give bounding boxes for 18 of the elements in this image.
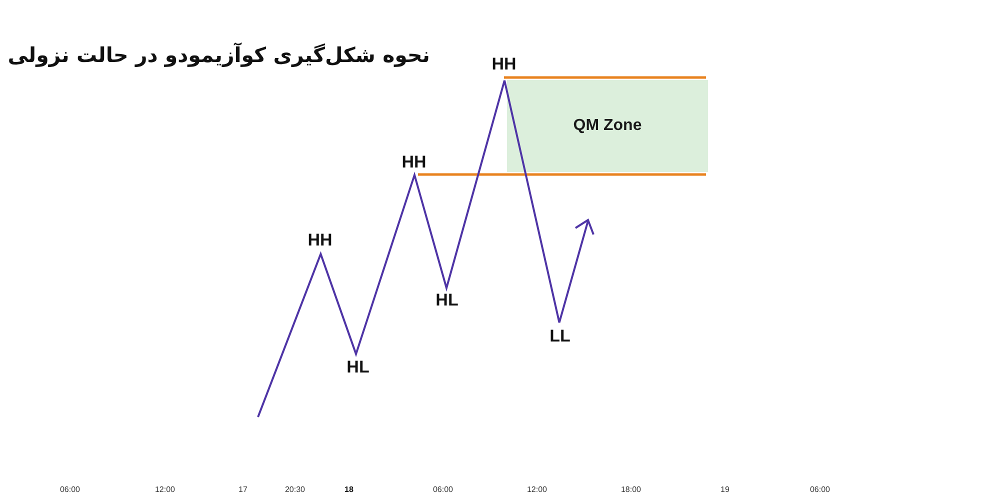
time-axis-label: 18 xyxy=(344,486,354,494)
time-axis-label: 12:00 xyxy=(154,486,176,494)
swing-point-label: LL xyxy=(550,328,570,344)
time-axis-label: 19 xyxy=(720,486,730,494)
swing-point-label: HH xyxy=(492,56,516,72)
swing-point-label: HL xyxy=(436,292,458,308)
swing-point-label: HH xyxy=(402,154,426,170)
swing-point-label: HH xyxy=(308,232,332,248)
time-axis-label: 18:00 xyxy=(620,486,642,494)
swing-point-label: HL xyxy=(346,358,370,376)
time-axis-label: 17 xyxy=(238,486,248,494)
time-axis-label: 06:00 xyxy=(432,486,454,494)
zone-box: QM Zone xyxy=(507,80,708,172)
time-axis-label: 06:00 xyxy=(60,486,80,494)
chart-title: نحوه شکل‌گیری کوآزیمودو در حالت نزولی xyxy=(8,43,430,68)
time-axis-label: 06:00 xyxy=(810,486,830,494)
time-axis-label: 20:30 xyxy=(284,486,306,494)
time-axis-label: 12:00 xyxy=(526,486,548,494)
